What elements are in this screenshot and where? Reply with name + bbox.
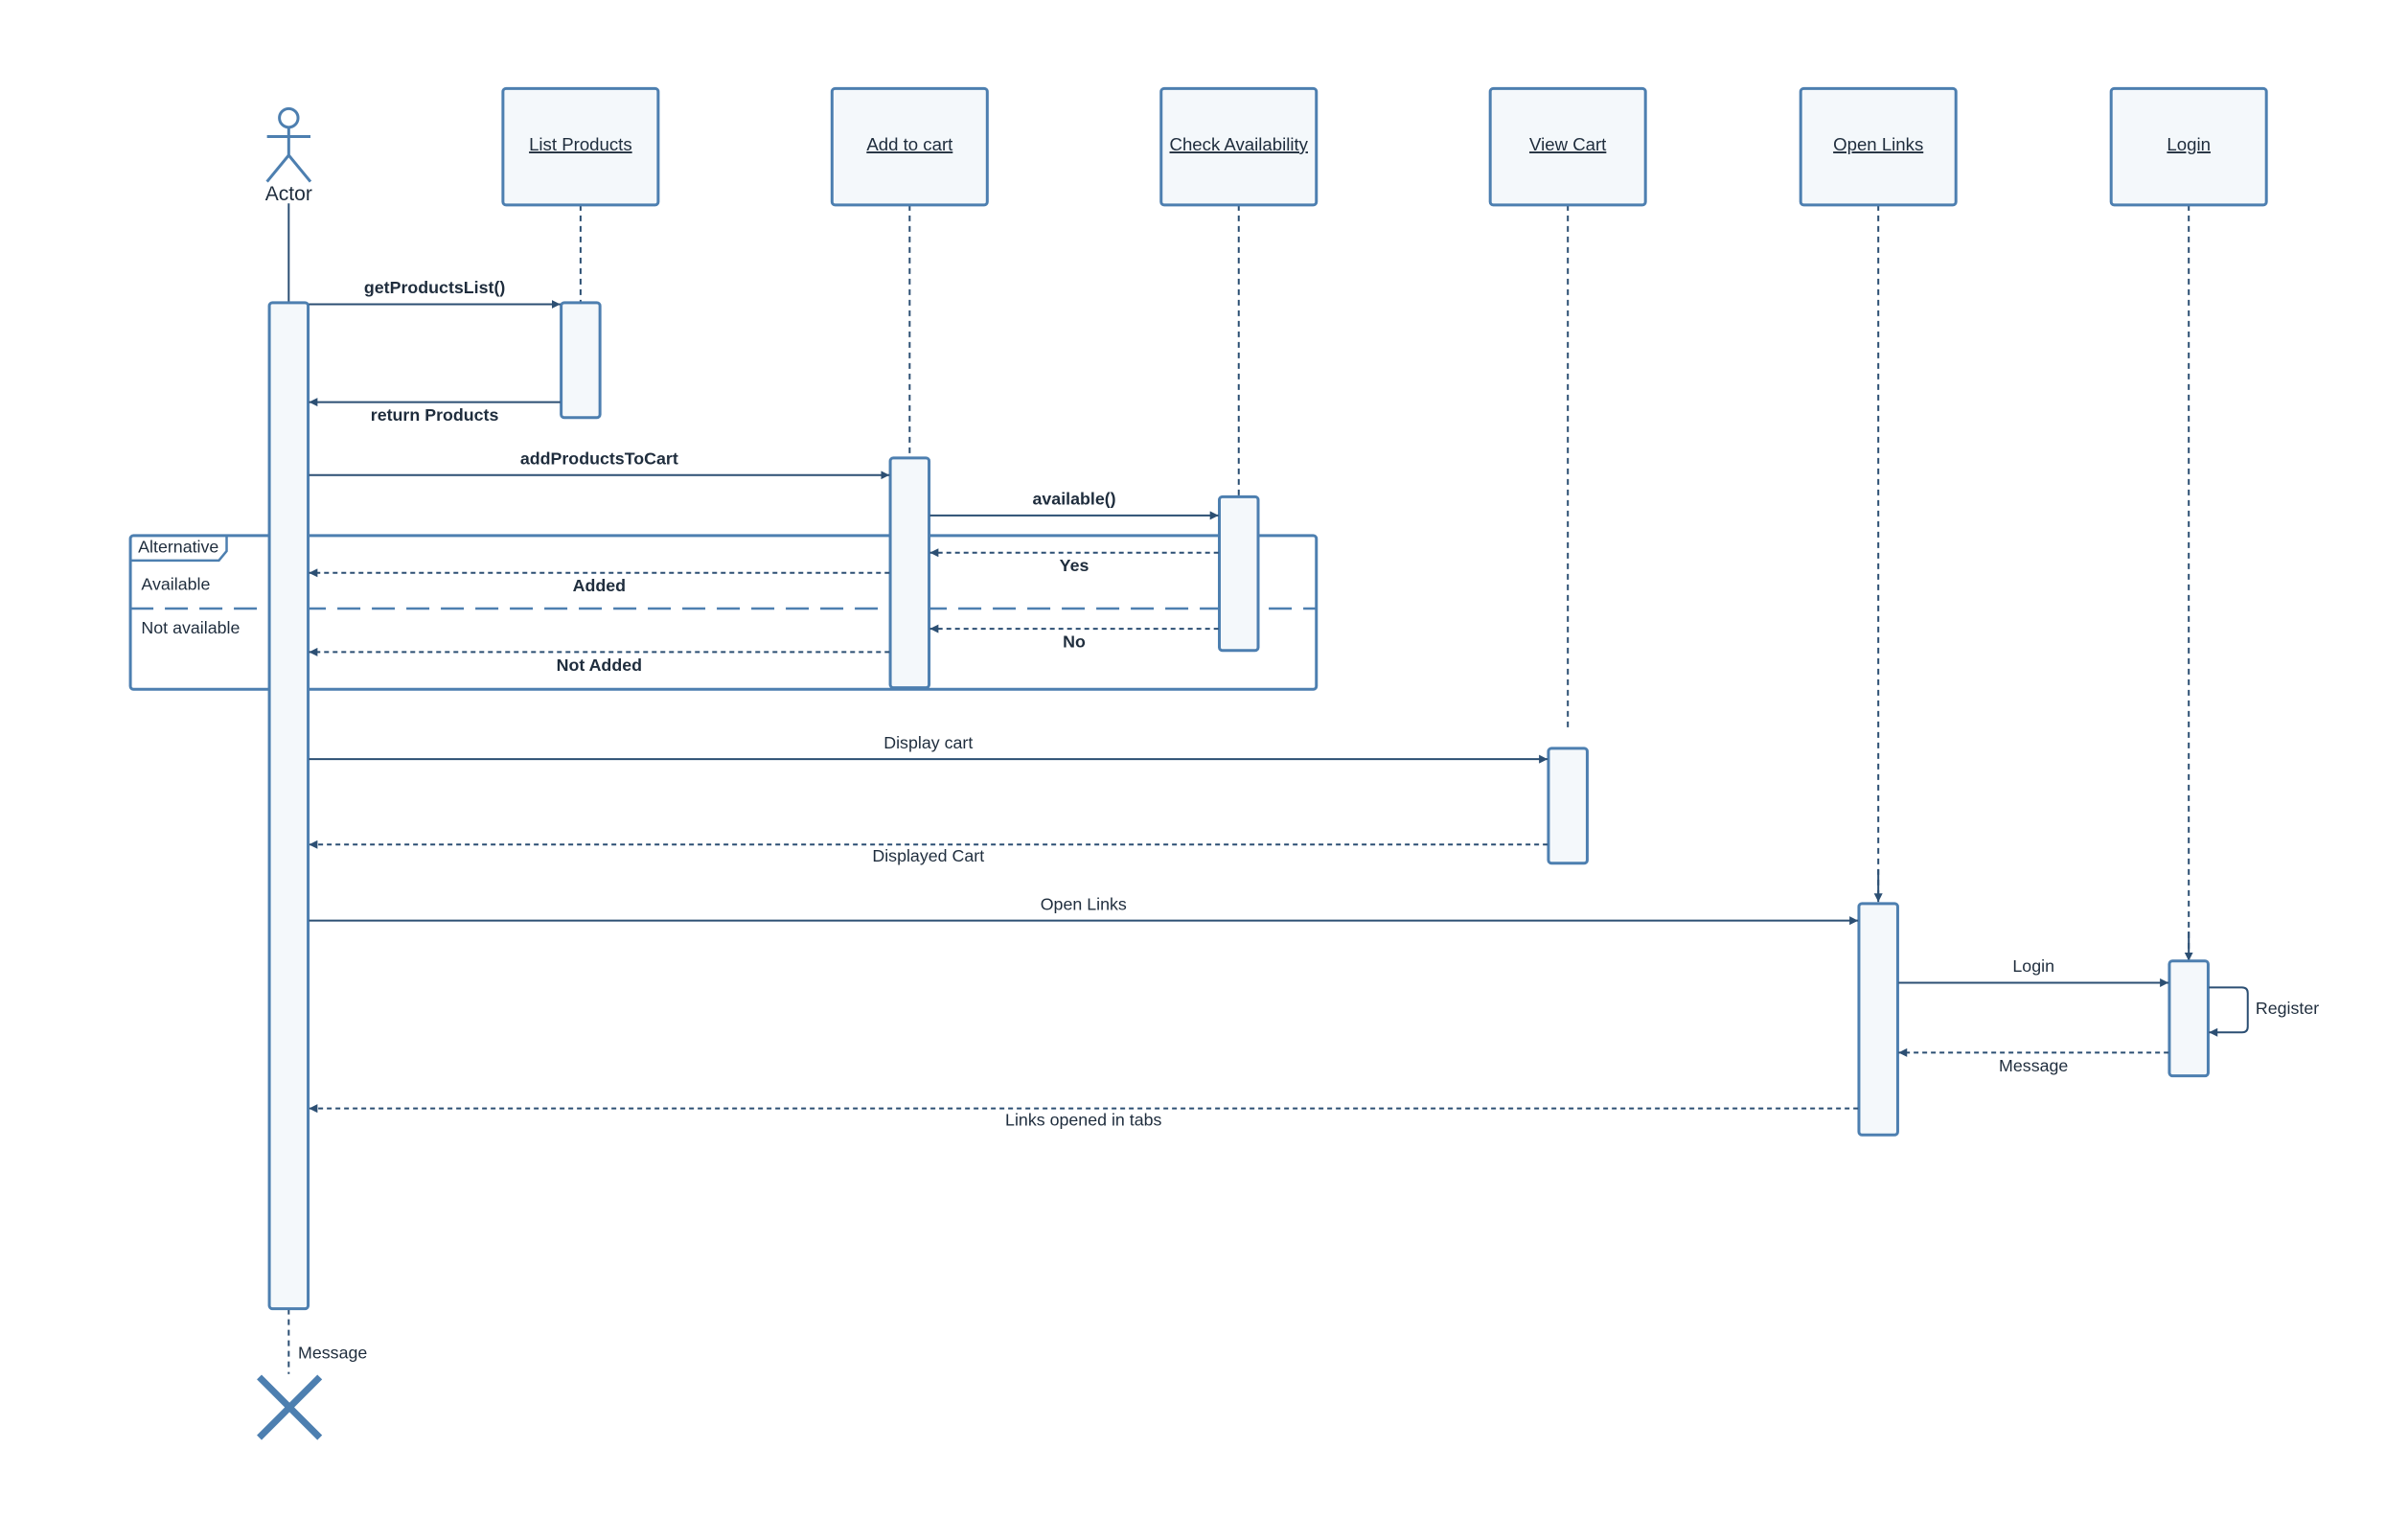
actor-label: Actor <box>265 183 312 205</box>
message-addProductsToCart: addProductsToCart <box>309 448 890 480</box>
message-label: available() <box>1032 490 1115 509</box>
participant-label: View Cart <box>1529 134 1607 154</box>
alt-fragment-frame <box>128 534 1319 691</box>
message-label: Not Added <box>557 656 642 675</box>
destroy-label: Message <box>298 1344 367 1363</box>
participant-box <box>830 86 989 207</box>
message-label: Open Links <box>1041 894 1127 913</box>
message-no: No <box>929 624 1219 652</box>
message-arrow <box>2209 986 2249 1037</box>
activation-actor <box>267 301 310 1311</box>
actor-head <box>278 106 300 129</box>
message-displayCart: Display cart <box>309 733 1548 764</box>
alt-guard-not-available: Not available <box>141 618 240 637</box>
participant-box <box>1159 86 1319 207</box>
participant-list: List Products <box>501 86 660 207</box>
alt-operator-tab <box>130 535 228 563</box>
message-linksOpened: Links opened in tabs <box>309 1104 1859 1130</box>
message-label: Message <box>1999 1056 2068 1075</box>
message-getProductsList: getProductsList() <box>309 278 561 310</box>
message-available: available() <box>929 490 1219 520</box>
participant-view: View Cart <box>1488 86 1647 207</box>
message-label: return Products <box>371 405 499 425</box>
message-label: Register <box>2256 999 2319 1018</box>
message-label: Login <box>2012 956 2054 976</box>
actor-right-leg <box>287 154 312 183</box>
message-added: Added <box>309 568 890 595</box>
message-label: Display cart <box>883 733 973 752</box>
destroy-marker: Message <box>257 1344 367 1440</box>
participant-box <box>1799 86 1958 207</box>
message-returnProducts: return Products <box>309 398 561 425</box>
activation-check <box>1218 494 1260 653</box>
participant-label: Add to cart <box>866 134 953 154</box>
participant-label: Open Links <box>1833 134 1923 154</box>
message-register: Register <box>2209 986 2319 1037</box>
participant-box <box>2109 86 2268 207</box>
actor: Actor <box>265 106 312 205</box>
participant-open: Open Links <box>1799 86 1958 207</box>
destroy-x-stroke-2 <box>257 1374 323 1440</box>
message-label: No <box>1063 632 1086 652</box>
participant-login: Login <box>2109 86 2268 207</box>
participant-box <box>501 86 660 207</box>
message-label: getProductsList() <box>364 278 506 297</box>
message-yes: Yes <box>929 548 1219 575</box>
participant-label: Login <box>2167 134 2211 154</box>
message-displayedCart: Displayed Cart <box>309 840 1548 865</box>
participant-label: List Products <box>529 134 632 154</box>
message-openLinks: Open Links <box>309 894 1859 926</box>
activation-list <box>560 301 602 420</box>
activation-open <box>1857 902 1899 1137</box>
actor-left-leg <box>265 154 290 183</box>
alt-guard-available: Available <box>141 575 210 594</box>
activation-login <box>2167 959 2210 1078</box>
activation-view <box>1547 747 1589 865</box>
message-label: Yes <box>1060 556 1089 575</box>
participant-label: Check Availability <box>1170 134 1309 154</box>
message-label: Displayed Cart <box>872 846 984 865</box>
message-login: Login <box>1898 956 2169 987</box>
alt-operator-label: Alternative <box>138 538 218 557</box>
message-message: Message <box>1898 1047 2169 1075</box>
message-notAdded: Not Added <box>309 647 890 675</box>
activation-add <box>888 456 931 690</box>
participant-add: Add to cart <box>830 86 989 207</box>
message-label: Added <box>573 576 626 595</box>
message-label: addProductsToCart <box>520 448 678 468</box>
participant-check: Check Availability <box>1159 86 1319 207</box>
message-label: Links opened in tabs <box>1005 1111 1161 1130</box>
participant-box <box>1488 86 1647 207</box>
